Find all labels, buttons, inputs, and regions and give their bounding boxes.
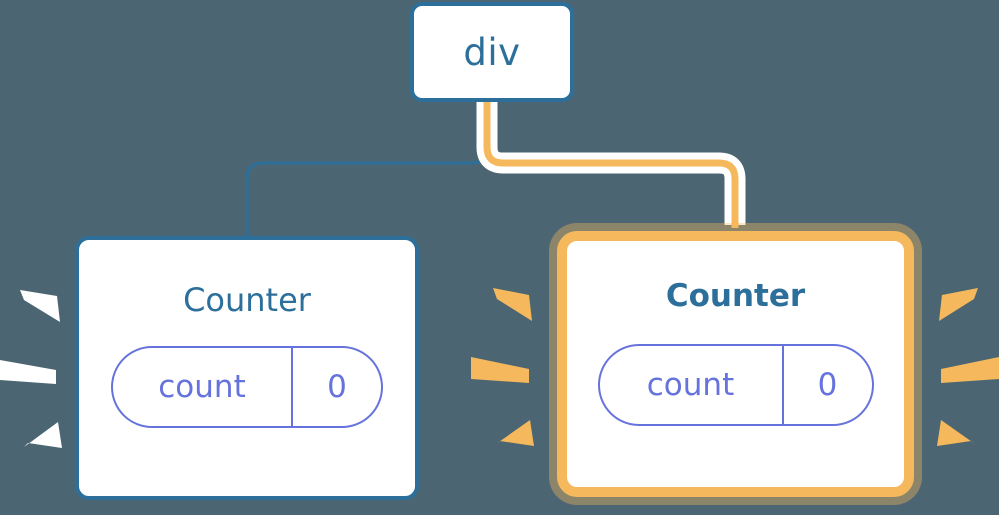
spark-icon-lower-left bbox=[24, 422, 62, 448]
spark-icon-middle-left bbox=[0, 360, 56, 384]
spark-icon-upper-left bbox=[20, 290, 60, 322]
state-pill[interactable]: count 0 bbox=[111, 346, 383, 428]
spark-icon-right-box-upper-right bbox=[939, 288, 978, 321]
edge-div-to-counter-right bbox=[483, 100, 739, 228]
state-value-label: 0 bbox=[327, 368, 347, 405]
spark-group-left-counter bbox=[0, 290, 62, 448]
edge-div-to-counter-left bbox=[245, 100, 489, 240]
component-title: Counter bbox=[183, 281, 311, 319]
spark-icon-right-box-lower-right bbox=[937, 420, 975, 446]
state-pill[interactable]: count 0 bbox=[597, 344, 874, 426]
node-counter-left[interactable]: Counter count 0 bbox=[75, 236, 419, 500]
spark-group-right-counter-right bbox=[937, 288, 999, 446]
state-key-label: count bbox=[113, 348, 293, 426]
spark-icon-right-box-middle-right bbox=[941, 357, 999, 383]
state-key-label: count bbox=[600, 346, 784, 424]
spark-icon-right-box-upper-left bbox=[493, 288, 532, 321]
spark-group-right-counter-left bbox=[471, 288, 534, 446]
node-counter-right[interactable]: Counter count 0 bbox=[557, 231, 914, 497]
edge-div-to-counter-right-halo bbox=[476, 100, 746, 225]
node-div[interactable]: div bbox=[410, 2, 574, 102]
node-div-label: div bbox=[463, 30, 521, 74]
state-value-label: 0 bbox=[817, 366, 838, 403]
component-title: Counter bbox=[665, 278, 806, 314]
spark-icon-right-box-middle-left bbox=[471, 357, 529, 383]
spark-icon-right-box-lower-left bbox=[496, 420, 534, 446]
